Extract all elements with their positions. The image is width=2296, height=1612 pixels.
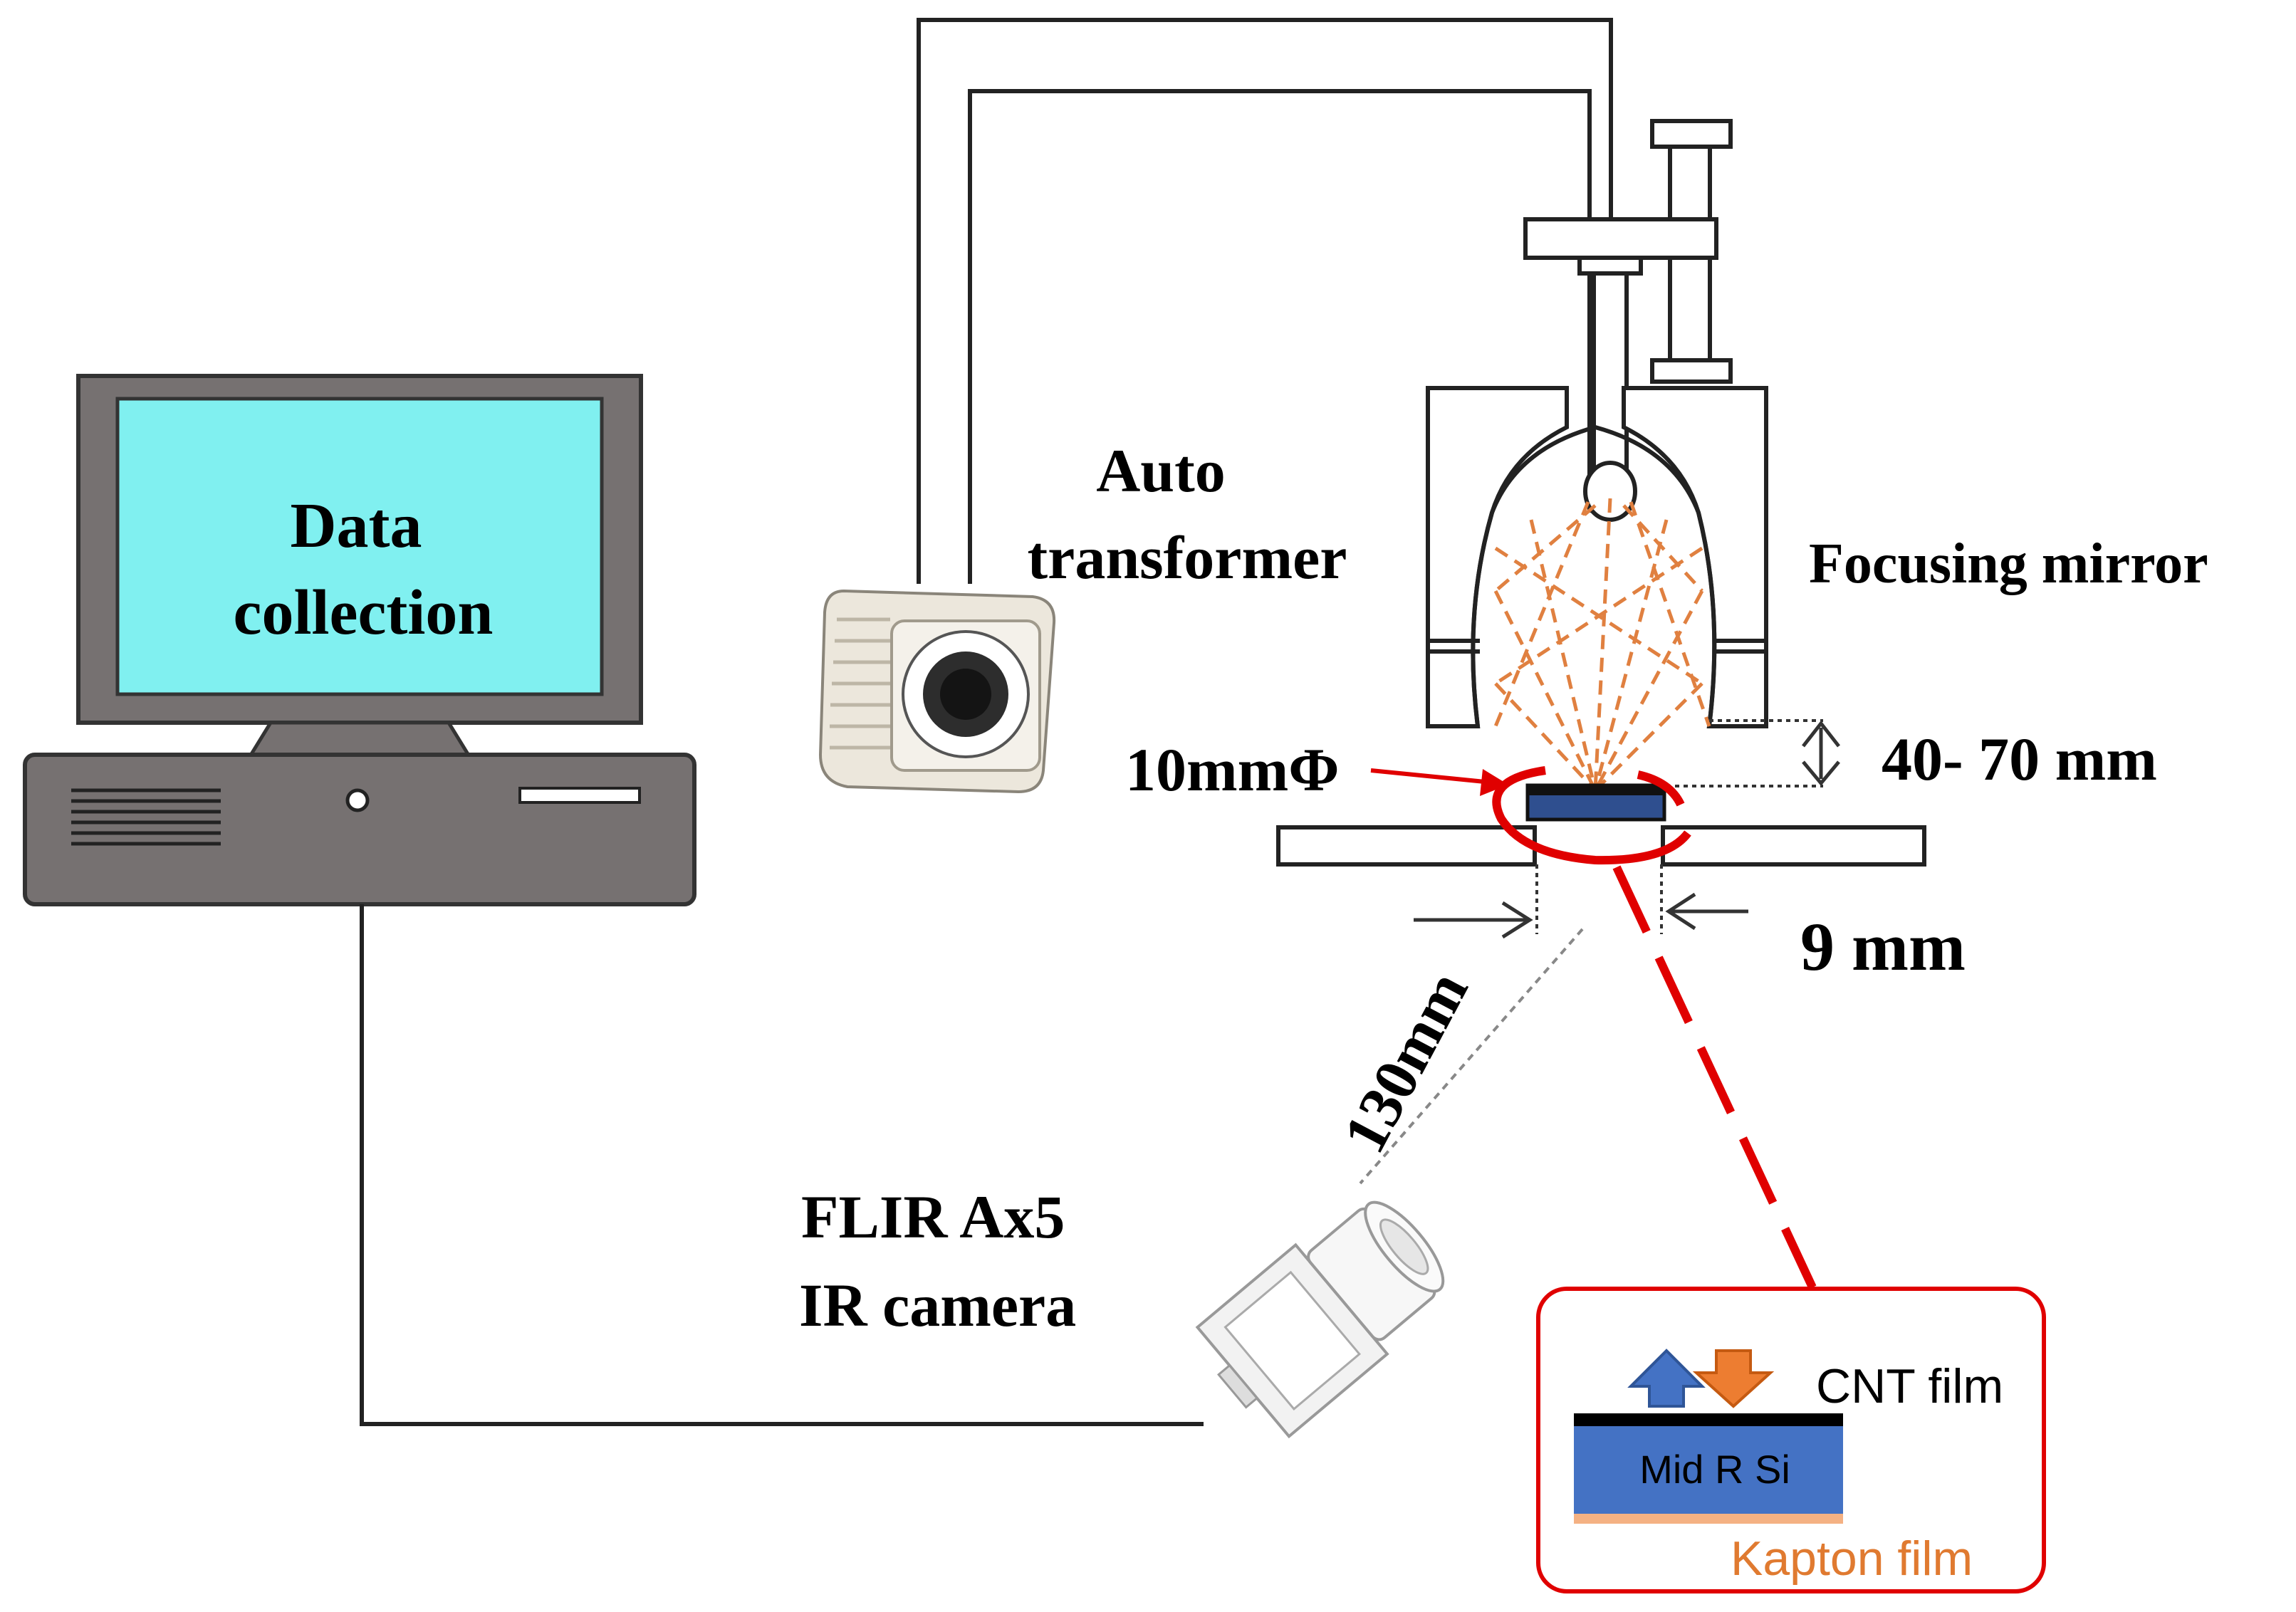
kapton-film-layer (1574, 1514, 1843, 1524)
ir-camera-icon (1195, 1200, 1445, 1439)
auto-transformer-label-line1: Auto (1096, 436, 1226, 505)
window-width-label: 9 mm (1800, 909, 1966, 985)
computer-label-line1: Data (291, 491, 422, 561)
camera-distance-label: 130mm (1330, 960, 1481, 1163)
arrow-up-icon (1627, 1349, 1706, 1408)
aperture-diameter-label: 10mmΦ (1125, 736, 1340, 804)
camera-cable (360, 904, 1204, 1426)
power-button (345, 788, 370, 812)
vent-grille (71, 788, 221, 846)
window-arrows (1414, 892, 1748, 939)
disc-drive-slot (518, 787, 641, 804)
auto-transformer-label-line2: transformer (1028, 523, 1347, 592)
sample-cnt-layer (1528, 785, 1664, 795)
light-rays (1493, 498, 1711, 792)
transformer-wires (917, 18, 1613, 584)
cnt-film-layer (1574, 1413, 1843, 1426)
arrow-down-icon (1692, 1349, 1775, 1408)
auto-transformer-icon (818, 589, 1056, 794)
computer-base (23, 753, 696, 906)
focusing-mirror-label: Focusing mirror (1809, 533, 2208, 595)
substrate-label: Mid R Si (1639, 1447, 1790, 1492)
desktop-computer-icon (23, 374, 696, 906)
kapton-film-label: Kapton film (1731, 1532, 1973, 1586)
red-callout (1492, 766, 1817, 1289)
computer-screen (115, 397, 604, 696)
sample-stage (1276, 825, 1926, 867)
gap-dimension (1666, 719, 1840, 787)
focusing-mirror-housing (1426, 386, 1768, 728)
ir-camera-label-line1: FLIR Ax5 (801, 1183, 1065, 1251)
aperture-pointer (1370, 768, 1508, 796)
ir-camera-label-line2: IR camera (799, 1271, 1076, 1339)
camera-distance-line (1359, 928, 1584, 1185)
gap-distance-label: 40- 70 mm (1882, 725, 2157, 793)
substrate-layer (1574, 1426, 1843, 1514)
cnt-film-label: CNT film (1816, 1359, 2003, 1413)
computer-label-line2: collection (234, 577, 494, 648)
window-dimension (1535, 864, 1663, 934)
